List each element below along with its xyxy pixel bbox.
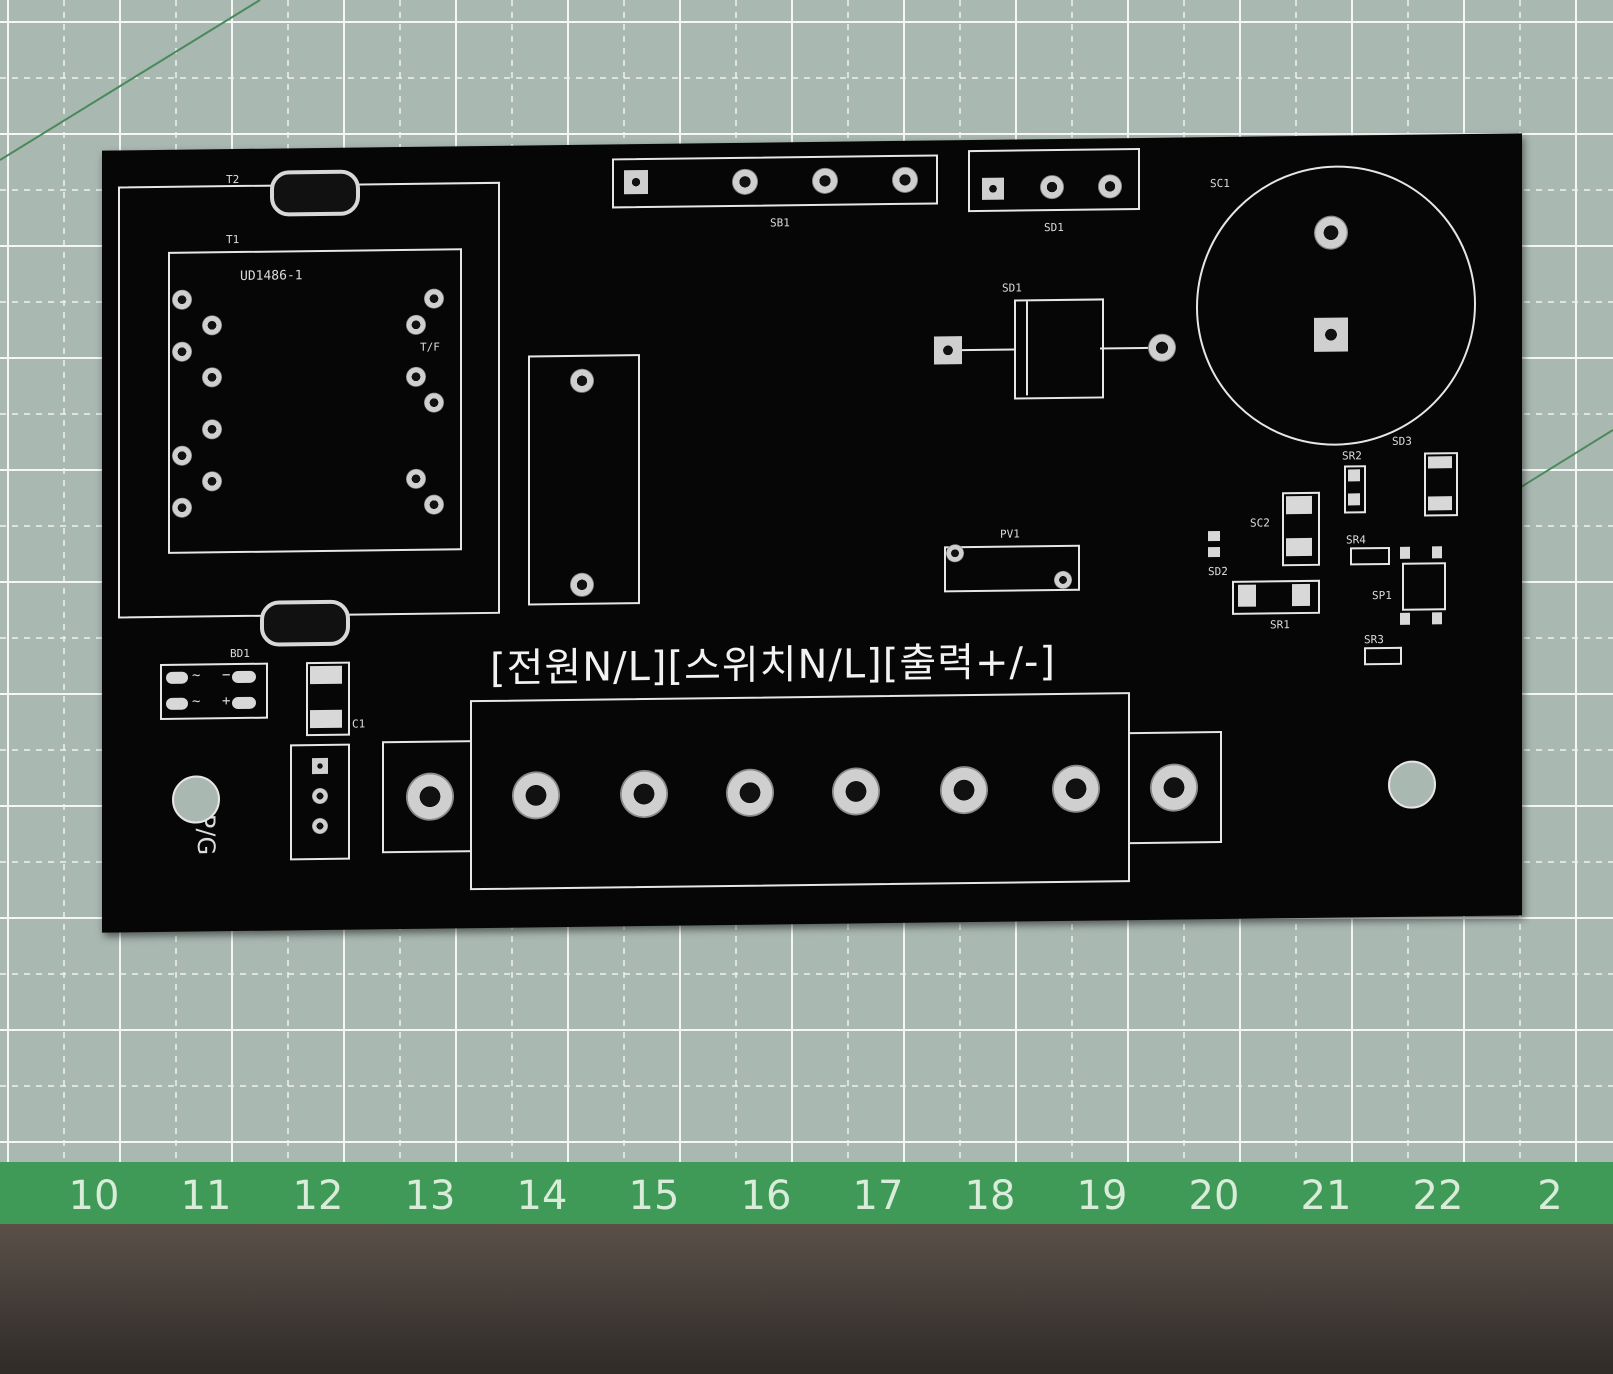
ruler-tick-label: 22 [1412, 1173, 1464, 1219]
smd-pad [1292, 583, 1310, 607]
smd-pad [1400, 612, 1410, 625]
designator-pv1: PV1 [1000, 527, 1020, 541]
sp1-outline [1402, 562, 1446, 611]
smd-pad [1348, 469, 1360, 482]
bd1-ac-label: ~ [192, 693, 201, 710]
smd-pad [166, 697, 188, 710]
pad [312, 817, 328, 835]
ruler-tick-label: 19 [1076, 1173, 1128, 1219]
smd-pad [1428, 496, 1452, 511]
smd-pad [1286, 495, 1312, 515]
ruler-tick-label: 14 [516, 1173, 568, 1219]
smd-pad [1208, 531, 1220, 542]
pad [1314, 317, 1348, 352]
designator-c1: C1 [352, 717, 366, 731]
designator-tf: T/F [420, 340, 440, 354]
sd1-cathode-band [1026, 301, 1028, 396]
ruler-tick-label: 16 [740, 1173, 792, 1219]
ruler-tick-label: 10 [68, 1173, 120, 1219]
designator-t2: T2 [226, 172, 240, 187]
ruler-tick-label: 2 [1537, 1173, 1563, 1219]
transformer-core-outline [168, 248, 462, 554]
designator-sc2: SC2 [1250, 516, 1270, 530]
trace [962, 348, 1014, 352]
pad [624, 170, 648, 195]
transformer-slot-top [270, 169, 360, 217]
ruler-tick-label: 20 [1188, 1173, 1240, 1219]
ruler-tick-label: 18 [964, 1173, 1016, 1219]
terminal-function-label: [전원N/L][스위치N/L][출력+/-] [490, 639, 1057, 692]
table-surface [0, 1224, 1613, 1374]
designator-sd2: SD2 [1208, 564, 1228, 579]
ruler-tick-label: 15 [628, 1173, 680, 1219]
designator-sr1: SR1 [1270, 618, 1290, 632]
pad [982, 177, 1004, 200]
smd-pad [232, 696, 256, 710]
pad [312, 787, 328, 805]
smd-pad [310, 665, 342, 685]
grid-diagonal [0, 0, 261, 161]
designator-sr2: SR2 [1342, 449, 1362, 463]
smd-pad [1400, 546, 1410, 559]
smd-pad [1286, 537, 1312, 557]
smd-pad [1432, 546, 1442, 559]
smd-pad [310, 709, 342, 729]
pad [312, 757, 328, 775]
sr3-outline [1364, 646, 1402, 666]
smd-pad [1428, 456, 1452, 469]
smd-pad [232, 670, 256, 684]
terminal-block-body [470, 692, 1130, 891]
designator-sd3: SD3 [1392, 434, 1412, 448]
bd1-plus-label: + [222, 693, 231, 710]
designator-sr3: SR3 [1364, 633, 1384, 647]
designator-sc1: SC1 [1210, 176, 1230, 191]
designator-sd1: SD1 [1002, 281, 1022, 295]
ruler-tick-label: 13 [404, 1173, 456, 1219]
smd-pad [1238, 584, 1256, 607]
smd-pad [1348, 493, 1360, 506]
trace [1100, 346, 1148, 350]
pcb-board: T2 T1 UD1486-1 T/F SB1 SD1 SC1 SD1 SR2 [102, 133, 1522, 933]
designator-sr4: SR4 [1346, 533, 1366, 547]
sr4-outline [1350, 546, 1390, 566]
smd-pad [1208, 547, 1220, 558]
bd1-ac-label: ~ [192, 667, 201, 684]
transformer-part-number: UD1486-1 [240, 268, 303, 284]
ruler-tick-label: 21 [1300, 1173, 1352, 1219]
transformer-slot-bottom [260, 599, 350, 647]
sc1-outline [1196, 163, 1476, 448]
designator-sd1-header: SD1 [1044, 220, 1064, 235]
smd-pad [1432, 612, 1442, 625]
mat-ruler [0, 1162, 1613, 1224]
ruler-tick-label: 12 [292, 1173, 344, 1219]
designator-sp1: SP1 [1372, 588, 1392, 603]
pad [1148, 333, 1176, 362]
designator-t1: T1 [226, 232, 240, 247]
mounting-hole [1388, 760, 1436, 809]
ruler-tick-label: 17 [852, 1173, 904, 1219]
designator-sb1: SB1 [770, 216, 790, 230]
ruler-tick-label: 11 [180, 1173, 232, 1219]
designator-bd1: BD1 [230, 646, 250, 661]
bd1-minus-label: − [222, 667, 231, 684]
smd-pad [166, 671, 188, 684]
sb1-outline [612, 154, 938, 209]
pad [934, 336, 962, 365]
